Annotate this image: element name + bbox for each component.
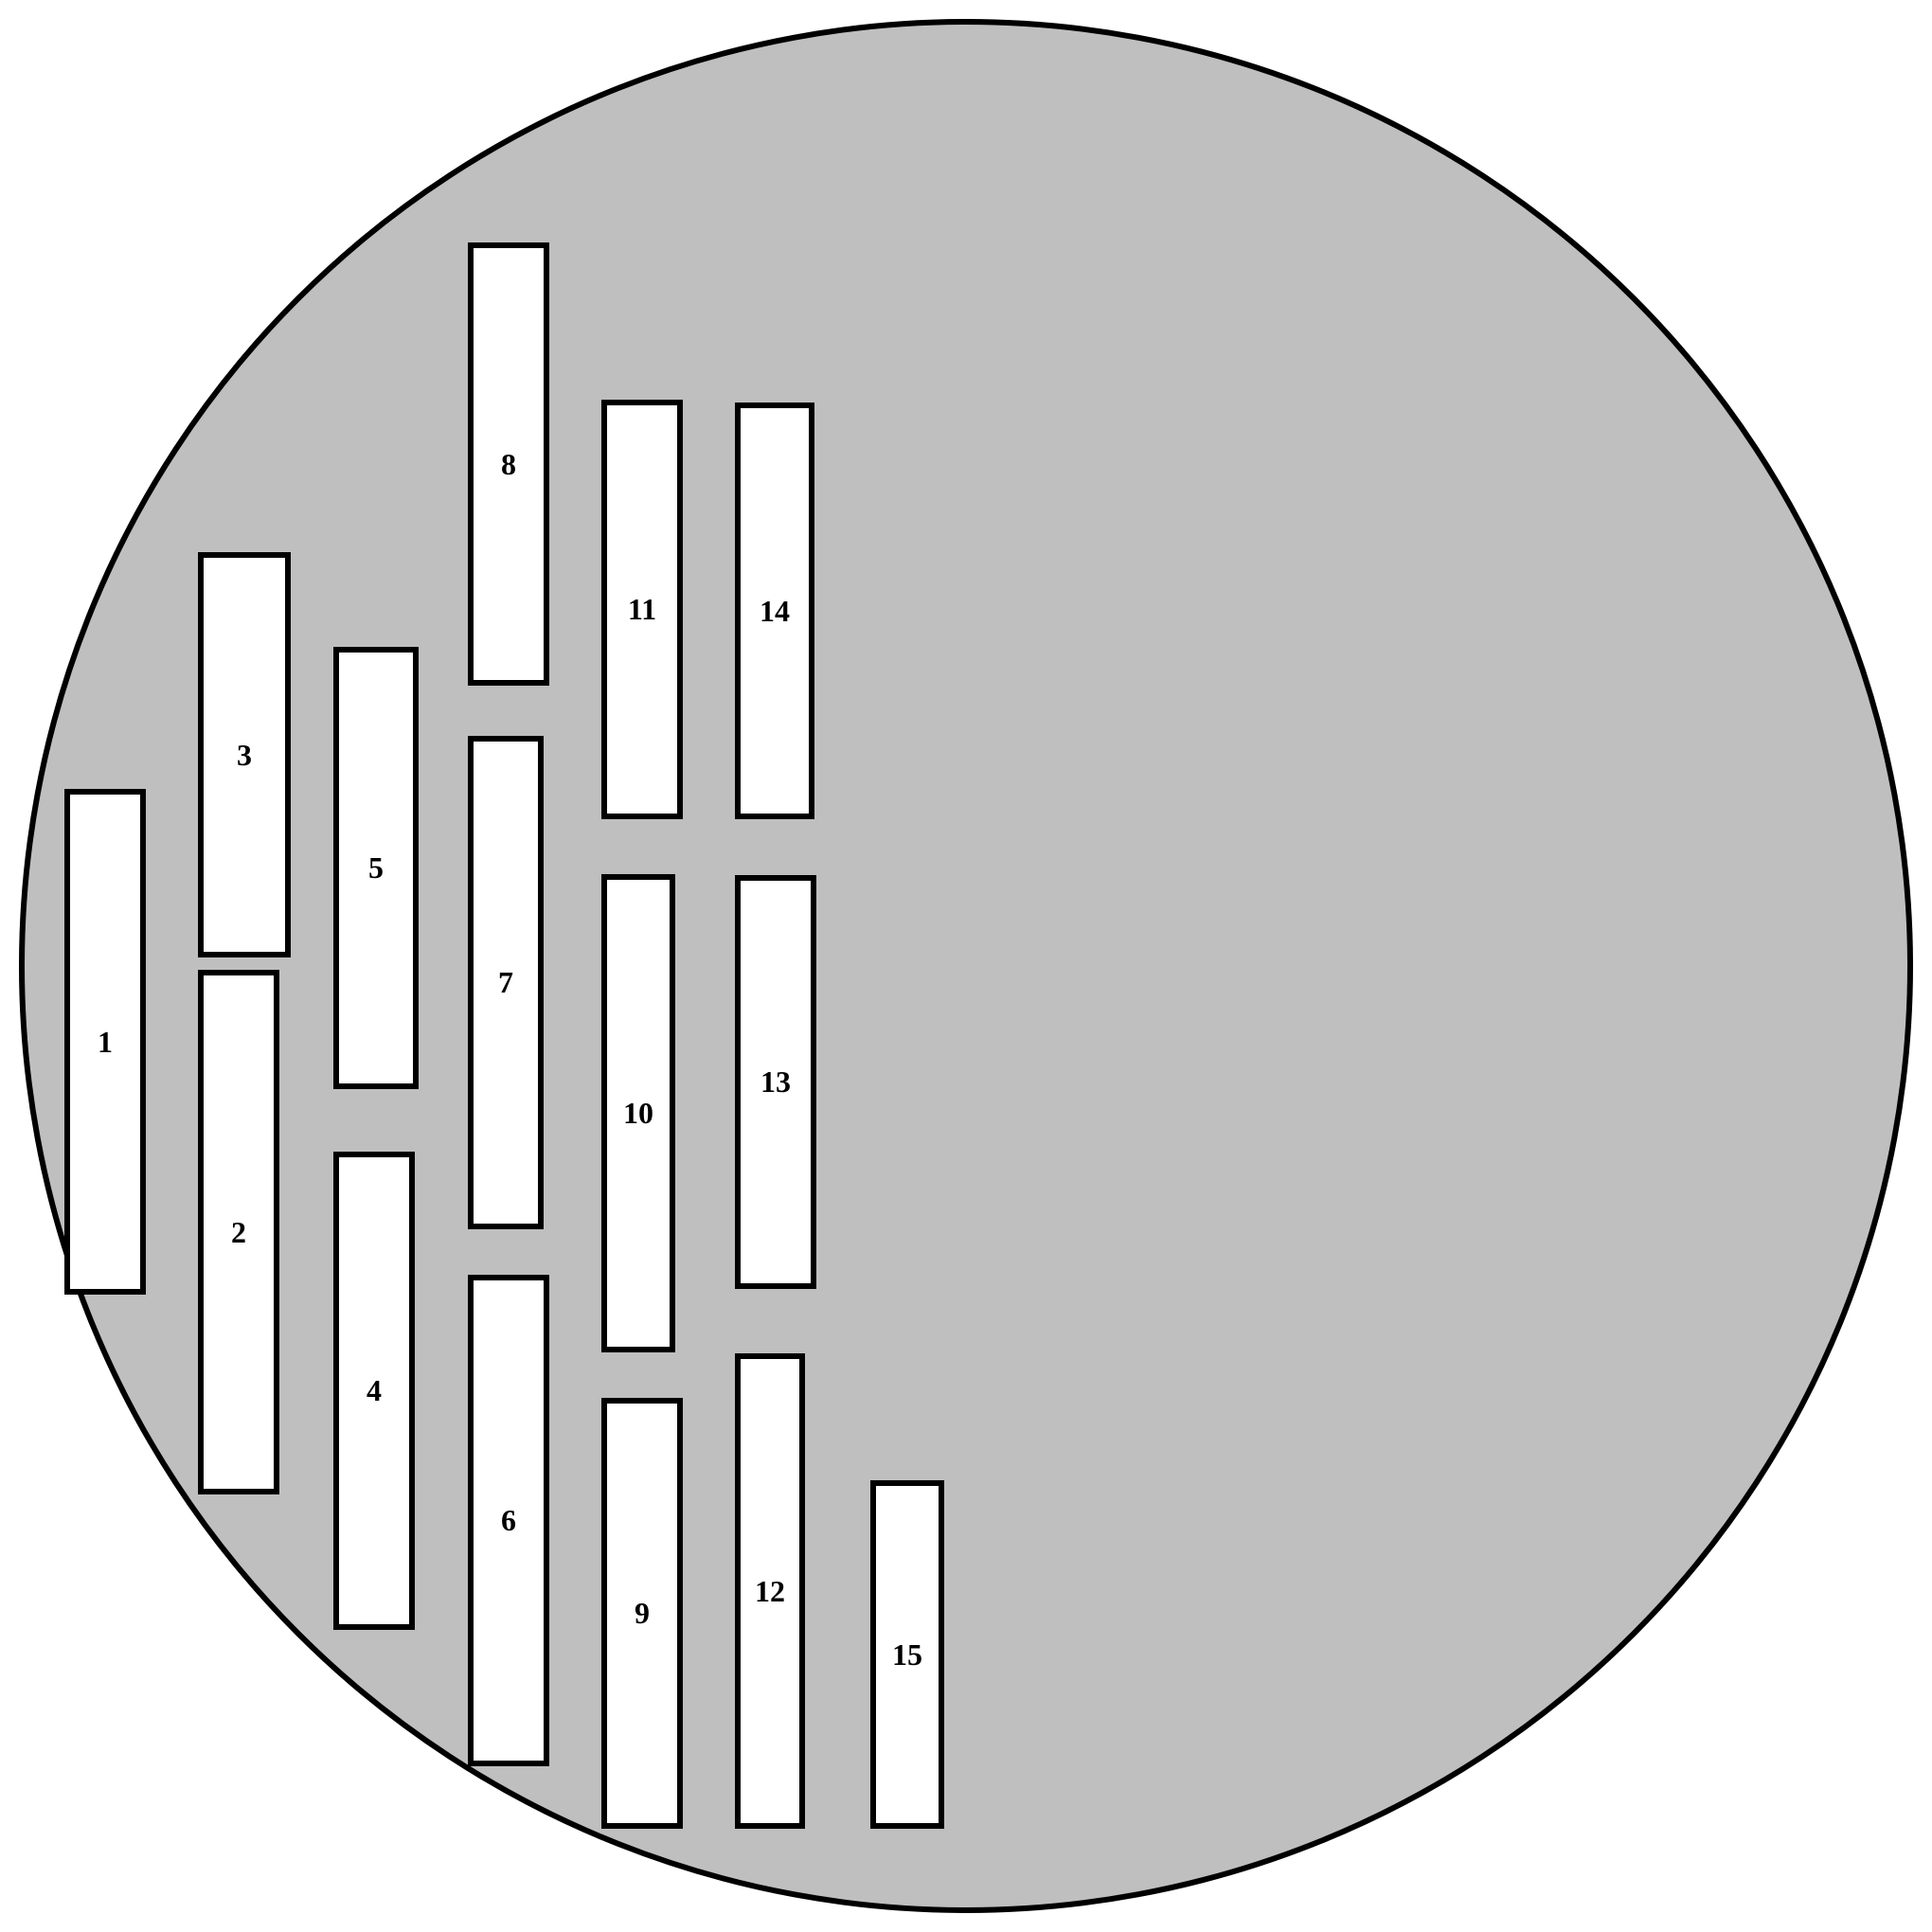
cell-10: 10 <box>601 874 675 1352</box>
cell-11: 11 <box>601 400 683 819</box>
cell-5: 5 <box>333 647 419 1089</box>
cell-9: 9 <box>601 1398 683 1829</box>
cell-label: 14 <box>760 593 790 628</box>
cell-2: 2 <box>198 970 279 1494</box>
cell-label: 8 <box>501 446 516 481</box>
cell-label: 12 <box>755 1573 785 1608</box>
cell-label: 9 <box>635 1596 650 1630</box>
cell-3: 3 <box>198 552 291 957</box>
cell-8: 8 <box>468 242 549 686</box>
cell-1: 1 <box>64 789 146 1295</box>
cell-label: 2 <box>231 1214 246 1249</box>
cell-label: 1 <box>98 1024 113 1059</box>
cell-label: 6 <box>501 1503 516 1537</box>
cell-4: 4 <box>333 1152 415 1630</box>
cell-label: 5 <box>368 850 384 885</box>
cell-15: 15 <box>870 1480 944 1829</box>
cell-label: 13 <box>760 1064 791 1099</box>
circular-dish <box>19 19 1913 1913</box>
cell-label: 11 <box>627 592 657 626</box>
cell-7: 7 <box>468 736 544 1229</box>
cell-label: 4 <box>367 1373 382 1407</box>
cell-label: 10 <box>623 1096 653 1130</box>
cell-label: 7 <box>498 965 513 999</box>
cell-13: 13 <box>735 875 816 1289</box>
cell-6: 6 <box>468 1275 549 1766</box>
cell-label: 3 <box>237 737 252 772</box>
cell-14: 14 <box>735 402 814 819</box>
cell-12: 12 <box>735 1353 805 1829</box>
cell-label: 15 <box>892 1637 922 1672</box>
